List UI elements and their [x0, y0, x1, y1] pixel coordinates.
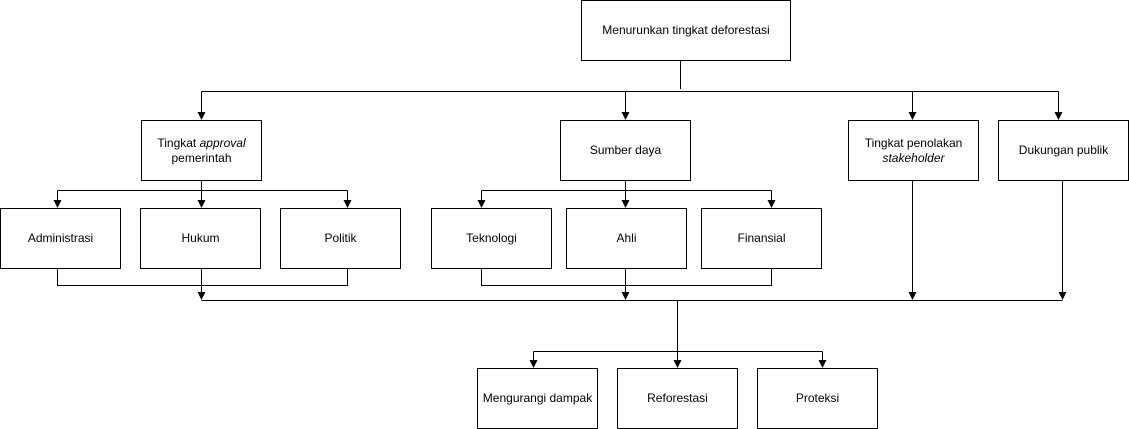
- edge-left-group-bracket: [57, 268, 348, 286]
- node-sumber-label: Sumber daya: [589, 143, 662, 157]
- node-mengurangi-label: Mengurangi dampak: [482, 391, 593, 405]
- node-hukum: Hukum: [140, 208, 261, 269]
- node-teknologi-label: Teknologi: [466, 231, 517, 245]
- node-administrasi: Administrasi: [0, 208, 121, 269]
- node-finansial: Finansial: [701, 208, 822, 269]
- node-finansial-label: Finansial: [737, 231, 786, 245]
- node-ahli-label: Ahli: [616, 231, 637, 245]
- node-hukum-label: Hukum: [181, 231, 220, 245]
- node-reforestasi-label: Reforestasi: [647, 391, 708, 405]
- node-ahli: Ahli: [566, 208, 687, 269]
- node-sumber: Sumber daya: [560, 120, 691, 181]
- node-dukungan: Dukungan publik: [998, 120, 1129, 181]
- edge-middle-group-bracket: [481, 268, 772, 286]
- node-politik-label: Politik: [324, 231, 357, 245]
- node-dukungan-label: Dukungan publik: [1018, 143, 1109, 157]
- node-root-label: Menurunkan tingkat deforestasi: [602, 23, 770, 37]
- node-proteksi-label: Proteksi: [795, 391, 840, 405]
- node-root: Menurunkan tingkat deforestasi: [581, 0, 791, 61]
- node-administrasi-label: Administrasi: [27, 231, 94, 245]
- node-mengurangi: Mengurangi dampak: [477, 368, 598, 429]
- node-proteksi: Proteksi: [757, 368, 878, 429]
- node-reforestasi: Reforestasi: [617, 368, 738, 429]
- node-politik: Politik: [280, 208, 401, 269]
- node-teknologi: Teknologi: [431, 208, 552, 269]
